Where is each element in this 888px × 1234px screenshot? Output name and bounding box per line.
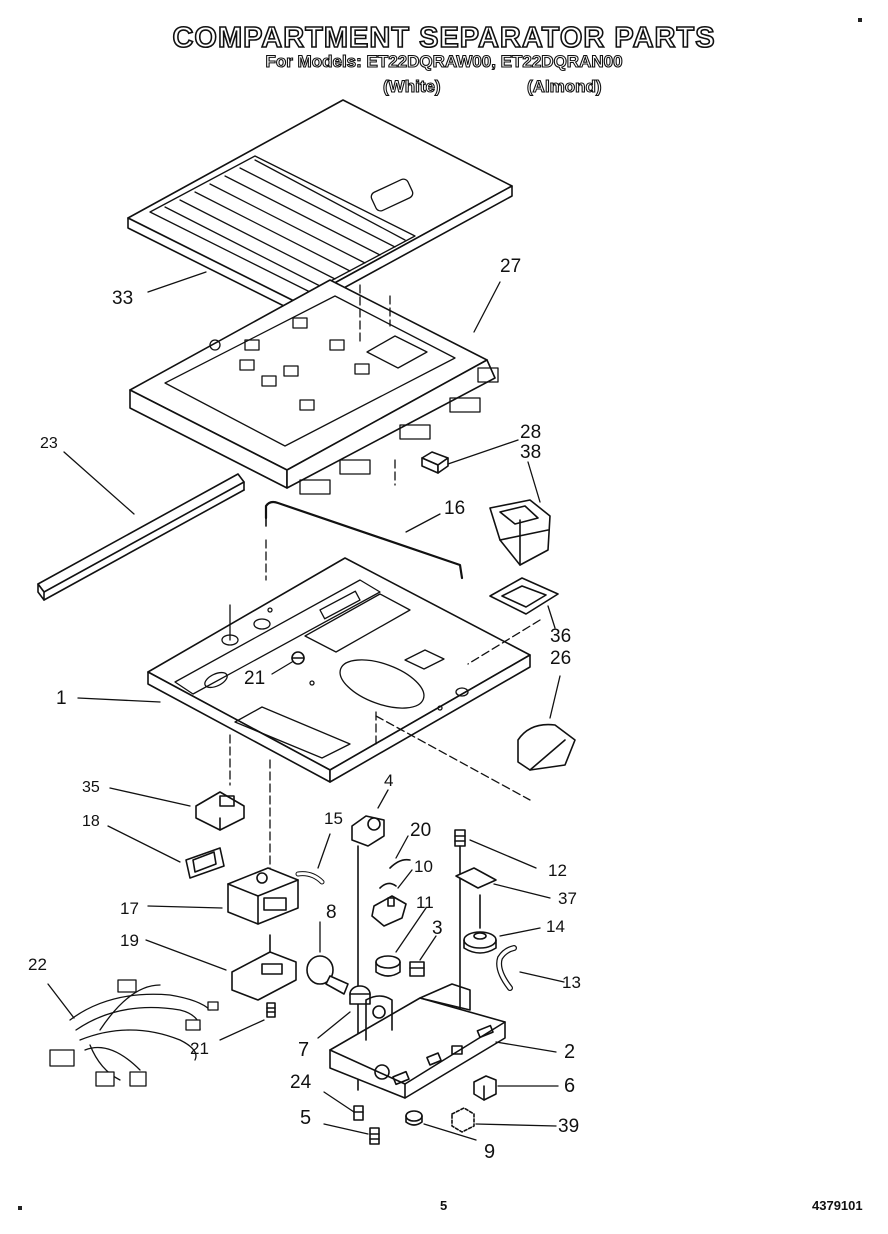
variant-white-label: (White) bbox=[382, 76, 441, 96]
part-22-wire-harness bbox=[49, 979, 219, 1087]
callout-1: 1 bbox=[56, 688, 67, 709]
callout-18: 18 bbox=[82, 813, 100, 830]
part-20-wire bbox=[389, 858, 411, 869]
part-2-bracket bbox=[329, 983, 506, 1099]
part-26-deflector bbox=[517, 723, 576, 771]
part-33-cover-panel bbox=[127, 99, 513, 314]
callout-17: 17 bbox=[120, 899, 139, 918]
callout-23: 23 bbox=[40, 435, 58, 452]
callout-3: 3 bbox=[432, 918, 443, 939]
callout-22: 22 bbox=[28, 955, 47, 974]
callout-24: 24 bbox=[290, 1072, 312, 1093]
callout-33: 33 bbox=[112, 288, 133, 309]
callout-38: 38 bbox=[520, 442, 541, 463]
part-27-upper-housing bbox=[129, 279, 499, 495]
part-17-control-housing bbox=[227, 867, 299, 925]
part-12-screw bbox=[454, 829, 466, 1011]
part-3-clip bbox=[409, 961, 425, 977]
part-37-spring-clip bbox=[455, 867, 497, 889]
callout-10: 10 bbox=[414, 857, 433, 876]
part-36-gasket bbox=[489, 577, 559, 615]
part-23-trim-strip bbox=[37, 473, 245, 601]
part-11-grommet bbox=[375, 955, 401, 977]
part-38-cup bbox=[489, 499, 551, 566]
part-1-separator-base bbox=[147, 539, 541, 871]
part-15-tube bbox=[295, 871, 325, 885]
part-19-cover-plate bbox=[231, 934, 297, 1001]
part-16-rod bbox=[264, 500, 464, 580]
callout-2: 2 bbox=[564, 1041, 575, 1063]
callout-6: 6 bbox=[564, 1075, 575, 1097]
callout-16: 16 bbox=[444, 498, 465, 519]
document-number: 4379101 bbox=[812, 1198, 863, 1213]
part-9-nut bbox=[405, 1110, 423, 1126]
callout-28: 28 bbox=[520, 422, 541, 443]
leader-lines bbox=[47, 271, 565, 1141]
part-24-screw bbox=[353, 1105, 364, 1121]
variant-almond-label: (Almond) bbox=[526, 76, 602, 96]
callout-7: 7 bbox=[298, 1039, 309, 1061]
registration-mark bbox=[18, 1206, 22, 1210]
page-title: COMPARTMENT SEPARATOR PARTS bbox=[172, 21, 716, 55]
part-10-switch bbox=[371, 882, 407, 927]
callout-5: 5 bbox=[300, 1107, 311, 1129]
part-21-screw bbox=[291, 651, 305, 665]
callout-39: 39 bbox=[558, 1116, 579, 1137]
callout-19: 19 bbox=[120, 931, 139, 950]
registration-mark bbox=[858, 18, 862, 22]
part-13-tube bbox=[496, 945, 517, 991]
callout-37: 37 bbox=[558, 889, 577, 908]
part-39-clip bbox=[451, 1107, 475, 1133]
callout-labels: 33 27 23 28 38 16 36 21 26 1 4 35 15 20 … bbox=[28, 256, 581, 1163]
callout-26: 26 bbox=[550, 648, 571, 669]
callout-15: 15 bbox=[324, 809, 343, 828]
page-number: 5 bbox=[440, 1198, 448, 1213]
models-line: For Models: ET22DQRAW00, ET22DQRAN00 bbox=[265, 51, 623, 71]
callout-12: 12 bbox=[548, 861, 567, 880]
callout-14: 14 bbox=[546, 917, 565, 936]
callout-36: 36 bbox=[550, 626, 571, 647]
callout-35: 35 bbox=[82, 779, 100, 796]
part-18-bezel bbox=[185, 847, 225, 879]
callout-27: 27 bbox=[500, 256, 521, 277]
callout-21: 21 bbox=[244, 668, 265, 689]
part-8-light-bulb bbox=[306, 955, 349, 995]
part-4-thermostat bbox=[351, 815, 385, 1091]
callout-21-lower: 21 bbox=[190, 1039, 209, 1058]
callout-8: 8 bbox=[326, 902, 337, 923]
part-7-socket bbox=[349, 985, 371, 1005]
callout-4: 4 bbox=[384, 771, 393, 790]
part-35-damper-knob bbox=[195, 791, 245, 831]
part-5-screw bbox=[369, 1127, 380, 1145]
part-6-connector bbox=[473, 1075, 497, 1101]
callout-20: 20 bbox=[410, 820, 431, 841]
callout-13: 13 bbox=[562, 973, 581, 992]
callout-9: 9 bbox=[484, 1141, 495, 1163]
part-14-knob bbox=[463, 894, 497, 954]
part-21-screw-lower bbox=[266, 1002, 276, 1018]
part-28-clip bbox=[421, 451, 449, 474]
callout-11: 11 bbox=[416, 893, 434, 912]
